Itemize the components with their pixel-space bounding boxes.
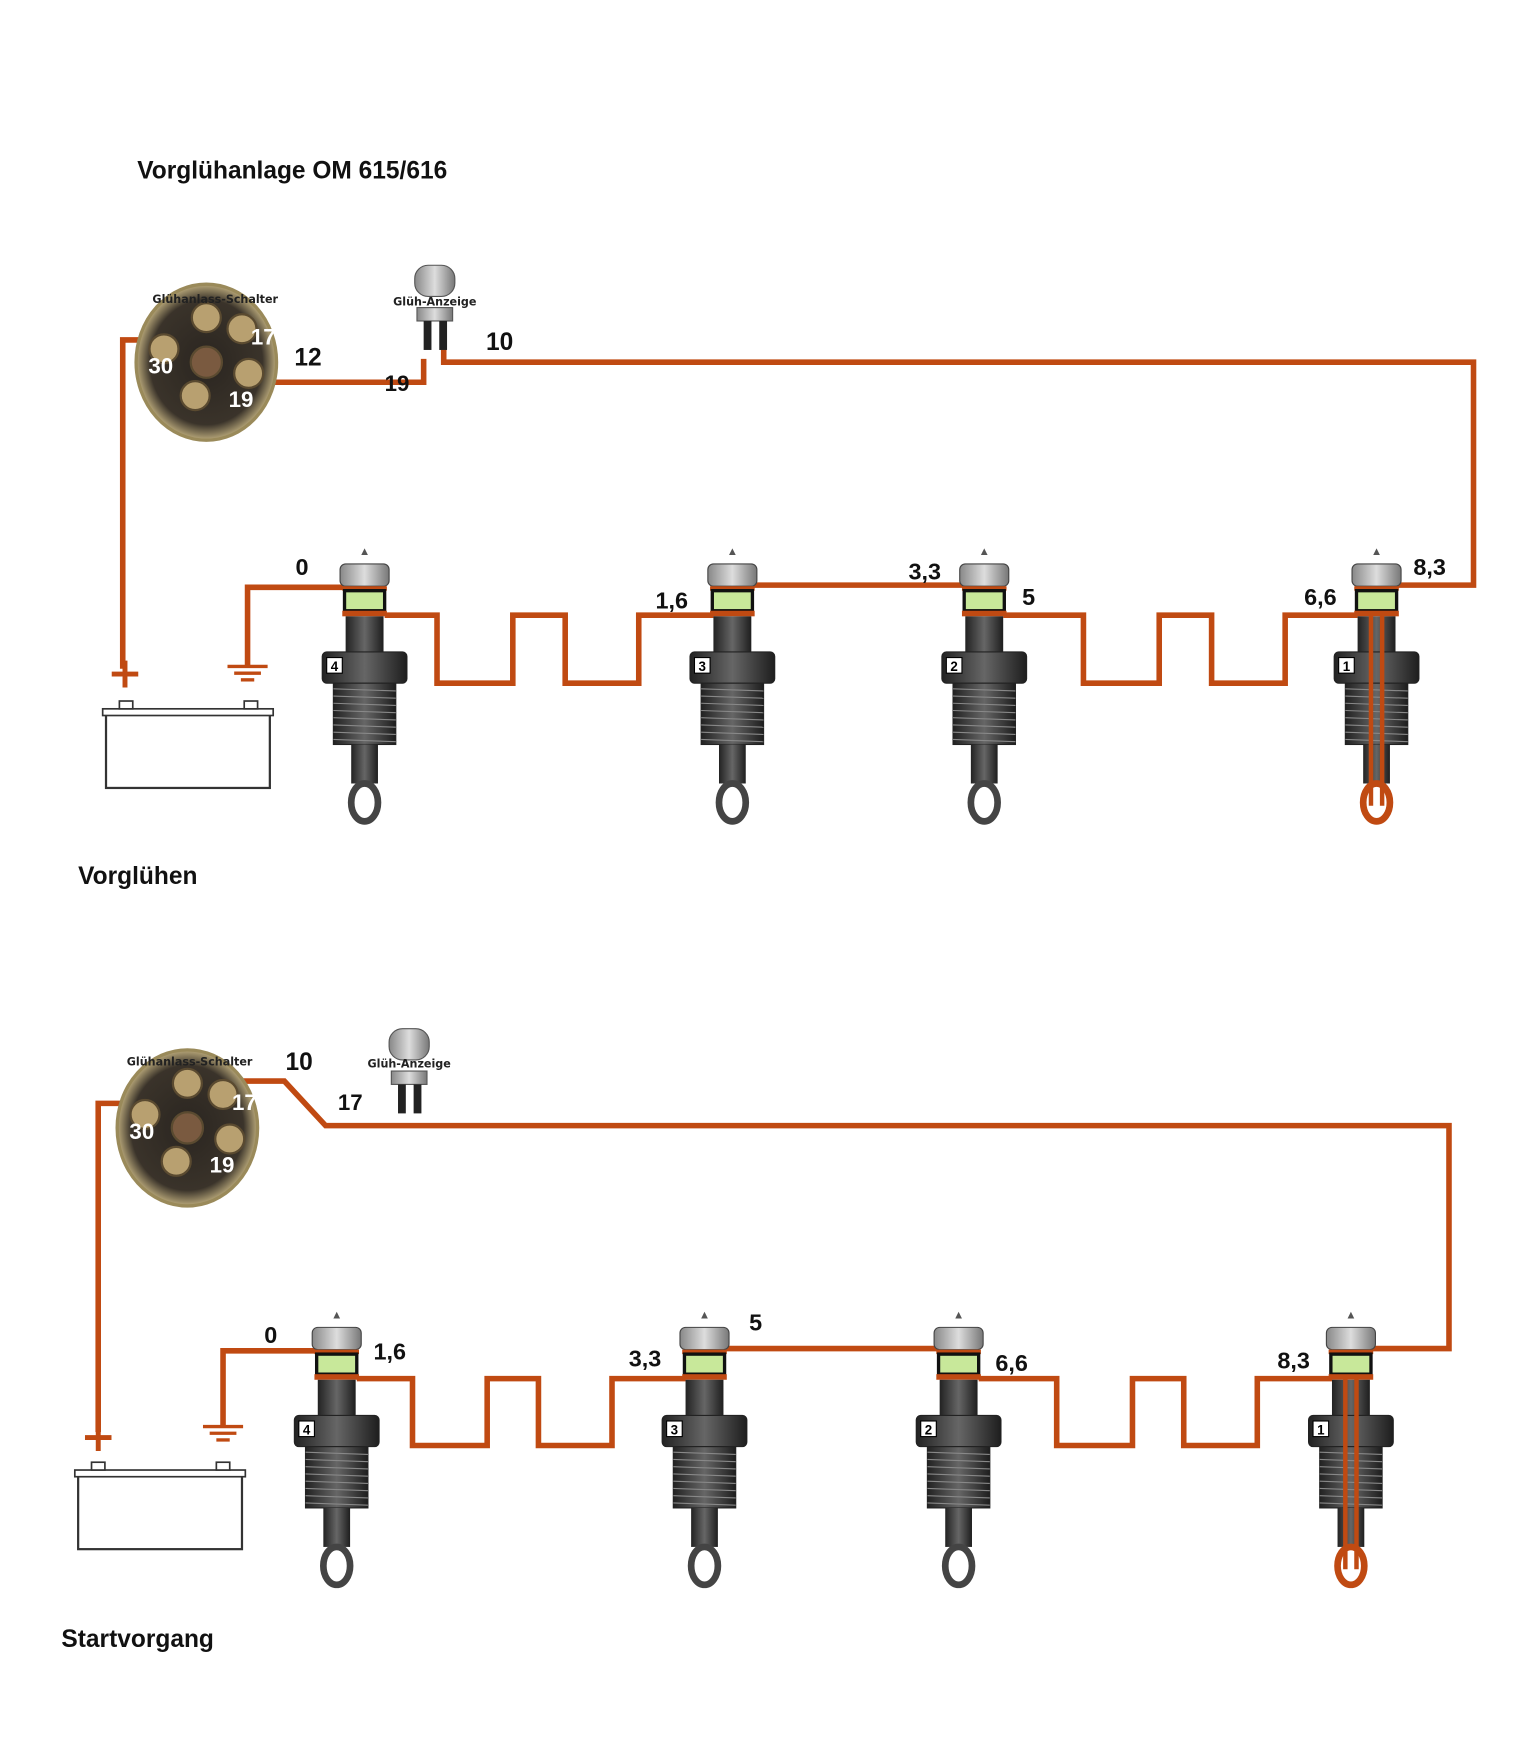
voltage-label: 6,6 xyxy=(1304,584,1337,610)
glow-indicator xyxy=(414,264,456,350)
wires xyxy=(95,1078,1452,1449)
glow-band xyxy=(682,1352,727,1376)
terminal-label: 17 xyxy=(232,1090,257,1115)
glow-band xyxy=(342,589,387,613)
terminal-screw xyxy=(189,345,224,379)
switch-label: Glühanlass-Schalter xyxy=(127,1055,253,1068)
terminal-screw xyxy=(179,380,211,412)
cylinder-number: 1 xyxy=(1343,659,1351,674)
voltage-label: 8,3 xyxy=(1277,1348,1310,1374)
terminal-screw xyxy=(233,357,265,389)
ground-icon xyxy=(202,1424,244,1442)
wire-label-17: 17 xyxy=(338,1090,363,1115)
indicator-label: Glüh-Anzeige xyxy=(393,295,476,308)
plus-sign: + xyxy=(80,1412,115,1461)
battery xyxy=(101,700,275,790)
voltage-label: 1,6 xyxy=(373,1339,406,1365)
terminal-screw xyxy=(160,1145,192,1177)
switch-label: Glühanlass-Schalter xyxy=(152,293,278,306)
terminal-screw xyxy=(214,1123,246,1155)
terminal-label: 19 xyxy=(210,1152,235,1177)
wire-switch-to-plug1 xyxy=(236,1078,1452,1352)
plus-sign: + xyxy=(107,649,142,698)
wire-plug4-plug3 xyxy=(356,1375,686,1449)
wire-plug2-plug1 xyxy=(978,1375,1332,1449)
voltage-label: 5 xyxy=(749,1310,762,1336)
glow-coil xyxy=(687,1543,722,1589)
glow-coil xyxy=(715,780,750,825)
terminal-screw xyxy=(129,1098,161,1131)
cylinder-number: 1 xyxy=(1317,1422,1325,1437)
terminal-screw xyxy=(190,302,222,334)
wire-label-10: 10 xyxy=(486,329,513,356)
glow-plug: 3 xyxy=(689,548,776,825)
terminal-label: 17 xyxy=(251,324,276,349)
glow-coil xyxy=(967,780,1001,825)
glow-band xyxy=(314,1352,359,1376)
terminal-label: 19 xyxy=(229,387,254,412)
caption: Vorglühen xyxy=(78,863,197,890)
glow-plug: 3 xyxy=(661,1311,748,1589)
glow-start-switch: 30 17 19 xyxy=(134,282,279,442)
cylinder-number: 3 xyxy=(671,1422,678,1437)
cylinder-number: 2 xyxy=(925,1422,932,1437)
glow-band xyxy=(936,1352,981,1376)
glow-plug: 1 xyxy=(1333,548,1420,825)
voltage-label: 1,6 xyxy=(655,588,688,614)
glow-plug: 1 xyxy=(1308,1311,1394,1589)
glow-band xyxy=(962,589,1006,613)
wire-ground xyxy=(244,584,346,667)
wire-switch-to-indicator xyxy=(256,358,427,386)
terminal-label: 30 xyxy=(148,353,173,378)
wire-plug2-plug1 xyxy=(1003,612,1358,686)
voltage-label: 6,6 xyxy=(995,1350,1028,1376)
cylinder-number: 4 xyxy=(303,1422,311,1437)
glow-coil xyxy=(320,1543,354,1589)
terminal-screw xyxy=(170,1111,205,1145)
glow-band xyxy=(1354,589,1399,613)
voltage-label: 0 xyxy=(295,554,308,580)
glow-coil xyxy=(1359,780,1394,825)
wire-ground xyxy=(220,1347,324,1427)
glow-plug: 4 xyxy=(293,1311,380,1589)
voltage-label: 8,3 xyxy=(1413,554,1446,580)
glow-plug: 4 xyxy=(321,548,408,825)
cylinder-number: 2 xyxy=(950,659,957,674)
glow-plug: 2 xyxy=(941,548,1028,825)
terminal-label: 30 xyxy=(129,1119,154,1144)
terminal-screw xyxy=(148,333,180,365)
glow-plug: 2 xyxy=(915,1311,1002,1589)
glow-coil xyxy=(941,1543,976,1589)
wire-label-10: 10 xyxy=(285,1049,312,1076)
glow-indicator xyxy=(388,1028,430,1114)
wires xyxy=(119,332,1477,686)
voltage-label: 5 xyxy=(1022,584,1035,610)
glow-coil xyxy=(347,780,382,825)
glow-start-switch: 30 17 19 xyxy=(115,1048,260,1208)
cylinder-number: 3 xyxy=(699,659,706,674)
caption: Startvorgang xyxy=(61,1626,213,1653)
ground-icon xyxy=(227,664,268,682)
page-title: Vorglühanlage OM 615/616 xyxy=(137,157,447,184)
glow-coil xyxy=(1334,1543,1368,1589)
voltage-label: 3,3 xyxy=(908,559,941,585)
wire-indicator-to-plug1 xyxy=(440,332,1477,588)
terminal-screw xyxy=(171,1067,203,1099)
wire-label-12: 12 xyxy=(294,345,321,372)
voltage-label: 0 xyxy=(264,1322,277,1348)
terminal-screw xyxy=(226,313,258,345)
glow-band xyxy=(1329,1352,1373,1376)
wire-plug4-plug3 xyxy=(384,612,714,686)
glow-band xyxy=(710,589,755,613)
cylinder-number: 4 xyxy=(331,659,339,674)
terminal-screw xyxy=(207,1078,239,1111)
battery xyxy=(73,1461,247,1551)
wire-label-19: 19 xyxy=(385,371,410,396)
voltage-label: 3,3 xyxy=(629,1345,662,1371)
indicator-label: Glüh-Anzeige xyxy=(368,1058,451,1071)
